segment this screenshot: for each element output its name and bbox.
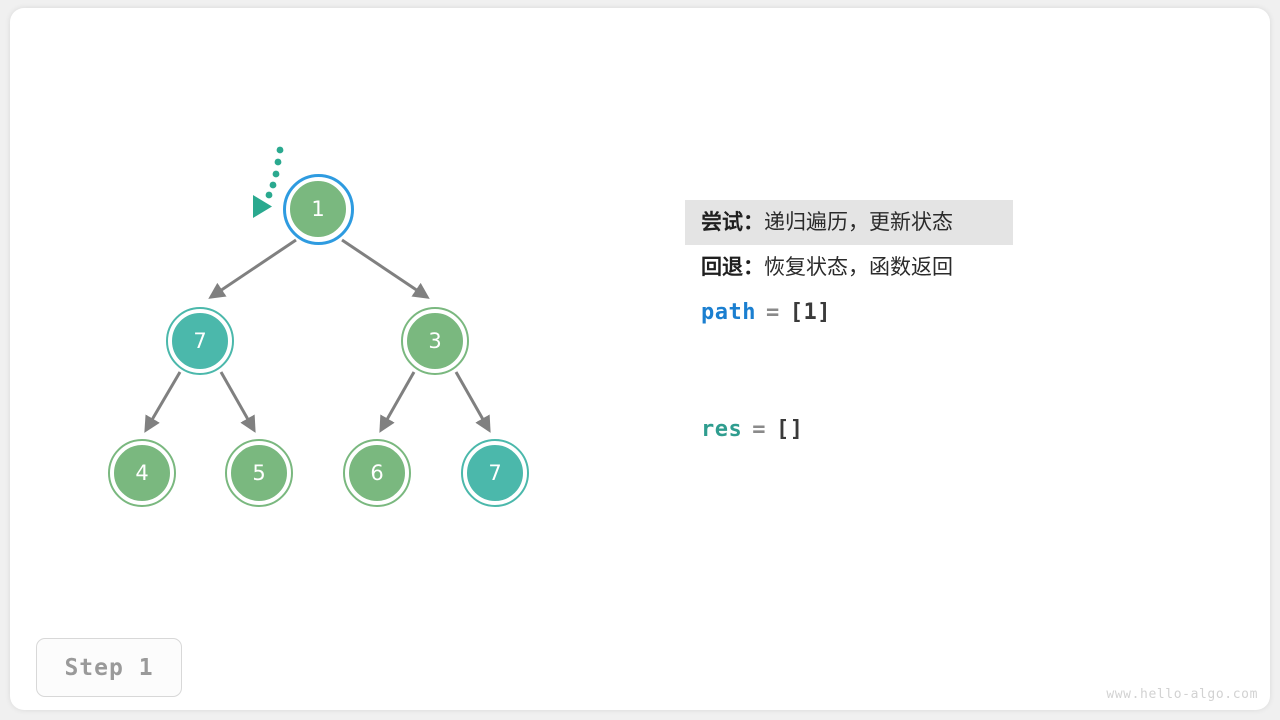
tree-node-7-right[interactable]: 7	[461, 439, 529, 507]
tree-edge-3-to-7right	[454, 371, 491, 433]
backtrack-phase-label: 回退：	[701, 255, 764, 279]
path-variable-name: path	[701, 300, 756, 325]
watermark: www.hello-algo.com	[1106, 687, 1258, 702]
node-outline-ring	[401, 307, 469, 375]
tree-node-label: 3	[428, 328, 442, 353]
node-outline-ring	[166, 307, 234, 375]
tree-node-label: 7	[193, 328, 207, 353]
algorithm-state-panel: 尝试： 递归遍历，更新状态 回退： 恢复状态，函数返回 path = [1] r…	[685, 200, 1225, 452]
tree-node-label: 1	[311, 196, 325, 221]
res-equals-sign: =	[752, 417, 766, 442]
binary-tree-diagram: 1 7 3 4 5 6 7	[108, 146, 529, 507]
node-outline-ring	[461, 439, 529, 507]
tree-node-label: 6	[370, 460, 384, 485]
tree-edge-7left-to-5	[219, 371, 256, 433]
backtrack-phase-row: 回退： 恢复状态，函数返回	[685, 245, 1013, 290]
tree-node-6[interactable]: 6	[343, 439, 411, 507]
tree-edge-3-to-6	[379, 371, 416, 433]
path-variable-value: [1]	[789, 300, 831, 325]
tree-edge-7left-to-4	[144, 371, 182, 433]
watermark-text: www.hello-algo.com	[1106, 687, 1258, 702]
path-equals-sign: =	[765, 300, 780, 325]
panel-spacer	[685, 335, 1225, 407]
tree-node-label: 4	[135, 460, 149, 485]
node-highlight-ring	[282, 173, 354, 245]
try-phase-text: 递归遍历，更新状态	[764, 210, 953, 234]
tree-edge-1-to-7left	[208, 238, 297, 299]
recursion-pointer	[253, 146, 284, 218]
path-variable-row: path = [1]	[685, 290, 1225, 335]
tree-node-5[interactable]: 5	[225, 439, 293, 507]
node-outline-ring	[108, 439, 176, 507]
res-variable-value: []	[776, 417, 804, 442]
try-phase-row: 尝试： 递归遍历，更新状态	[685, 200, 1013, 245]
tree-node-root-1[interactable]: 1	[282, 173, 354, 245]
tree-node-label: 7	[488, 460, 502, 485]
tree-node-7-left[interactable]: 7	[166, 307, 234, 375]
tree-node-label: 5	[252, 460, 266, 485]
tree-edge-1-to-3	[341, 238, 430, 299]
node-outline-ring	[225, 439, 293, 507]
tree-node-4[interactable]: 4	[108, 439, 176, 507]
step-badge-label: Step 1	[64, 654, 154, 681]
tree-edges-layer	[144, 146, 491, 433]
pointer-triangle-icon	[253, 195, 272, 218]
step-badge: Step 1	[36, 638, 182, 697]
res-variable-row: res = []	[685, 407, 1225, 452]
backtrack-phase-text: 恢复状态，函数返回	[764, 255, 953, 279]
try-phase-label: 尝试：	[701, 210, 764, 234]
tree-node-3[interactable]: 3	[401, 307, 469, 375]
node-outline-ring	[343, 439, 411, 507]
res-variable-name: res	[701, 417, 743, 442]
